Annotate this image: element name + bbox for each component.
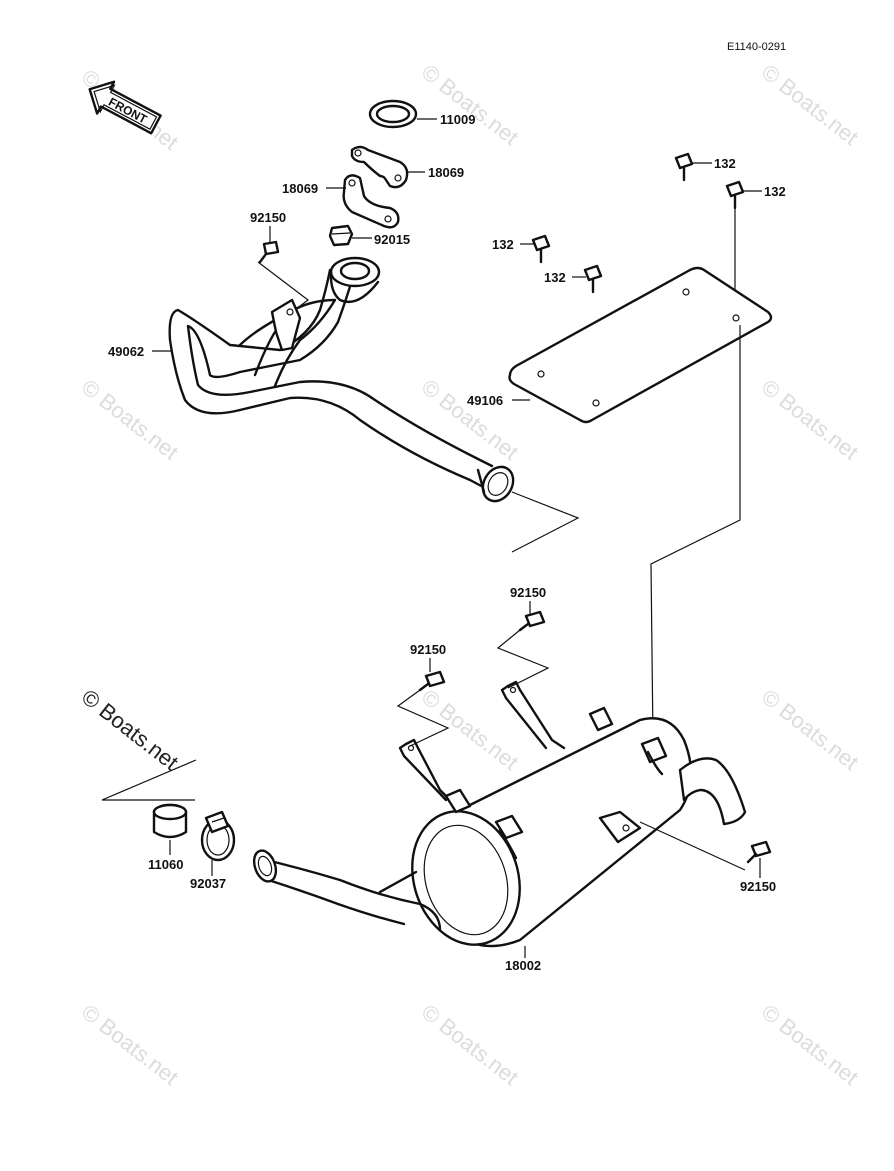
watermark-text-dark: © Boats.net xyxy=(77,684,183,775)
leader-line xyxy=(639,821,746,871)
sleeve-icon xyxy=(152,803,188,839)
bolt-icon xyxy=(418,670,446,692)
bolt-icon xyxy=(674,152,694,182)
watermark-text: © Boats.net xyxy=(757,684,863,775)
part-label-nut: 92015 xyxy=(374,232,410,247)
watermark-text: © Boats.net xyxy=(757,59,863,150)
bolt-icon xyxy=(746,840,772,864)
part-label-bolt-132-c: 132 xyxy=(492,237,514,252)
header-pipe-icon xyxy=(168,256,515,503)
bolt-icon xyxy=(518,610,546,632)
bolt-icon xyxy=(583,264,603,294)
leader-line xyxy=(650,325,741,741)
part-label-heat-plate: 49106 xyxy=(467,393,503,408)
heat-plate-icon xyxy=(508,266,773,424)
bolt-icon xyxy=(531,234,551,264)
part-label-muffler: 18002 xyxy=(505,958,541,973)
gasket-icon xyxy=(368,99,418,129)
part-label-gasket: 11009 xyxy=(440,112,475,127)
clamp-icon xyxy=(200,810,236,862)
watermark-text: © Boats.net xyxy=(417,999,523,1090)
watermark-text: © Boats.net xyxy=(757,374,863,465)
part-label-bolt-muffler-right: 92150 xyxy=(740,879,776,894)
part-label-bolt-muffler-top: 92150 xyxy=(510,585,546,600)
watermark-text: © Boats.net xyxy=(417,374,523,465)
leader-line xyxy=(396,689,450,747)
part-label-bolt-132-d: 132 xyxy=(544,270,566,285)
watermark-text: © Boats.net xyxy=(77,374,183,465)
part-label-clamp: 92037 xyxy=(190,876,226,891)
flange-left-icon xyxy=(342,174,400,229)
watermark-text: © Boats.net xyxy=(77,999,183,1090)
diagram-code: E1140-0291 xyxy=(727,41,786,53)
leader-line xyxy=(496,629,550,689)
bolt-icon xyxy=(258,240,280,264)
watermark-text: © Boats.net xyxy=(757,999,863,1090)
part-label-bolt-132-b: 132 xyxy=(764,184,786,199)
part-label-sleeve: 11060 xyxy=(148,857,183,872)
leader-line xyxy=(101,759,197,801)
part-label-bolt-header: 92150 xyxy=(250,210,286,225)
leader-line xyxy=(511,491,580,553)
part-label-bolt-132-a: 132 xyxy=(714,156,736,171)
nut-icon xyxy=(328,224,354,247)
part-label-flange-right: 18069 xyxy=(428,165,464,180)
part-label-flange-left: 18069 xyxy=(282,181,318,196)
bolt-icon xyxy=(725,180,745,210)
part-label-header-pipe: 49062 xyxy=(108,344,144,359)
muffler-icon xyxy=(252,680,747,948)
flange-right-icon xyxy=(350,145,409,189)
part-label-bolt-muffler-mid: 92150 xyxy=(410,642,446,657)
watermark-text: © Boats.net xyxy=(417,59,523,150)
